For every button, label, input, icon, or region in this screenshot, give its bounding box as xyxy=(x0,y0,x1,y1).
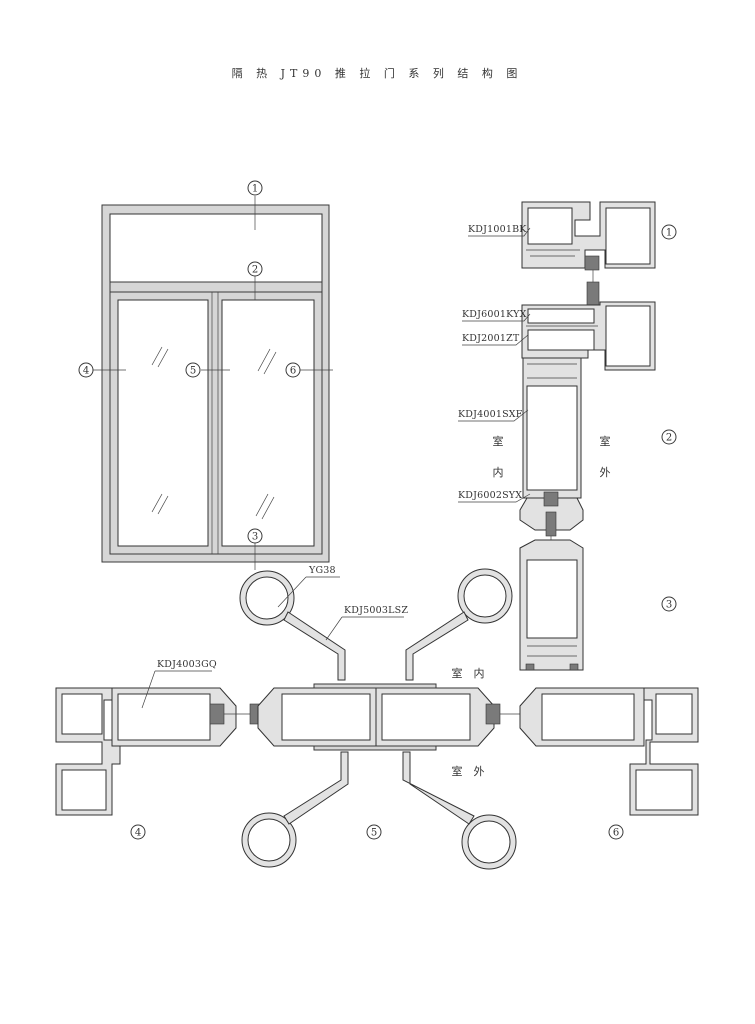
outdoor-label-2: 外 xyxy=(600,466,611,479)
marker-2-elev: 2 xyxy=(247,261,263,277)
marker-4-elev: 4 xyxy=(78,362,94,378)
marker-2-section: 2 xyxy=(661,429,677,445)
door-elevation xyxy=(93,196,333,570)
outdoor-label-h: 室 外 xyxy=(452,764,485,778)
svg-text:6: 6 xyxy=(290,366,296,377)
svg-text:6: 6 xyxy=(613,828,619,839)
svg-text:KDJ6002SYX: KDJ6002SYX xyxy=(458,490,522,501)
indoor-label-h: 室 内 xyxy=(452,666,485,680)
label-YG38: YG38 xyxy=(277,565,340,608)
marker-4-section: 4 xyxy=(130,824,146,840)
label-KDJ6002SYX: KDJ6002SYX xyxy=(458,490,531,503)
label-KDJ5003LSZ: KDJ5003LSZ xyxy=(325,605,408,641)
marker-6-elev: 6 xyxy=(285,362,301,378)
marker-5-section: 5 xyxy=(366,824,382,840)
svg-text:4: 4 xyxy=(135,828,141,839)
glass-hatch xyxy=(151,346,277,520)
svg-text:KDJ4001SXF: KDJ4001SXF xyxy=(458,409,523,420)
svg-text:1: 1 xyxy=(252,184,258,195)
horizontal-section xyxy=(55,568,699,870)
svg-text:KDJ1001BK: KDJ1001BK xyxy=(468,224,527,235)
vertical-section xyxy=(519,201,656,671)
marker-5-elev: 5 xyxy=(185,362,201,378)
svg-text:2: 2 xyxy=(252,265,258,276)
label-KDJ4001SXF: KDJ4001SXF xyxy=(458,409,529,422)
label-KDJ6001KYX: KDJ6001KYX xyxy=(462,309,531,322)
marker-1-section: 1 xyxy=(661,224,677,240)
drawing-title: 隔 热 JT90 推 拉 门 系 列 结 构 图 xyxy=(232,66,523,80)
marker-1-elev: 1 xyxy=(247,180,263,196)
indoor-label-1: 室 xyxy=(493,434,504,448)
label-KDJ2001ZT: KDJ2001ZT xyxy=(462,333,529,346)
svg-text:KDJ5003LSZ: KDJ5003LSZ xyxy=(344,605,408,616)
svg-text:4: 4 xyxy=(83,366,89,377)
svg-text:YG38: YG38 xyxy=(308,565,336,576)
indoor-label-2: 内 xyxy=(493,465,504,479)
svg-text:1: 1 xyxy=(666,228,672,239)
label-KDJ4003GQ: KDJ4003GQ xyxy=(141,659,217,709)
label-KDJ1001BK: KDJ1001BK xyxy=(468,224,531,237)
svg-text:KDJ6001KYX: KDJ6001KYX xyxy=(462,309,527,320)
marker-3-section: 3 xyxy=(661,596,677,612)
svg-text:3: 3 xyxy=(252,532,258,543)
svg-text:2: 2 xyxy=(666,433,672,444)
marker-6-section: 6 xyxy=(608,824,624,840)
svg-text:KDJ4003GQ: KDJ4003GQ xyxy=(157,659,217,670)
outdoor-label-1: 室 xyxy=(600,434,611,448)
svg-text:KDJ2001ZT: KDJ2001ZT xyxy=(462,333,520,344)
marker-3-elev: 3 xyxy=(247,528,263,544)
svg-text:5: 5 xyxy=(190,366,196,377)
svg-text:3: 3 xyxy=(666,600,672,611)
svg-text:5: 5 xyxy=(371,828,377,839)
